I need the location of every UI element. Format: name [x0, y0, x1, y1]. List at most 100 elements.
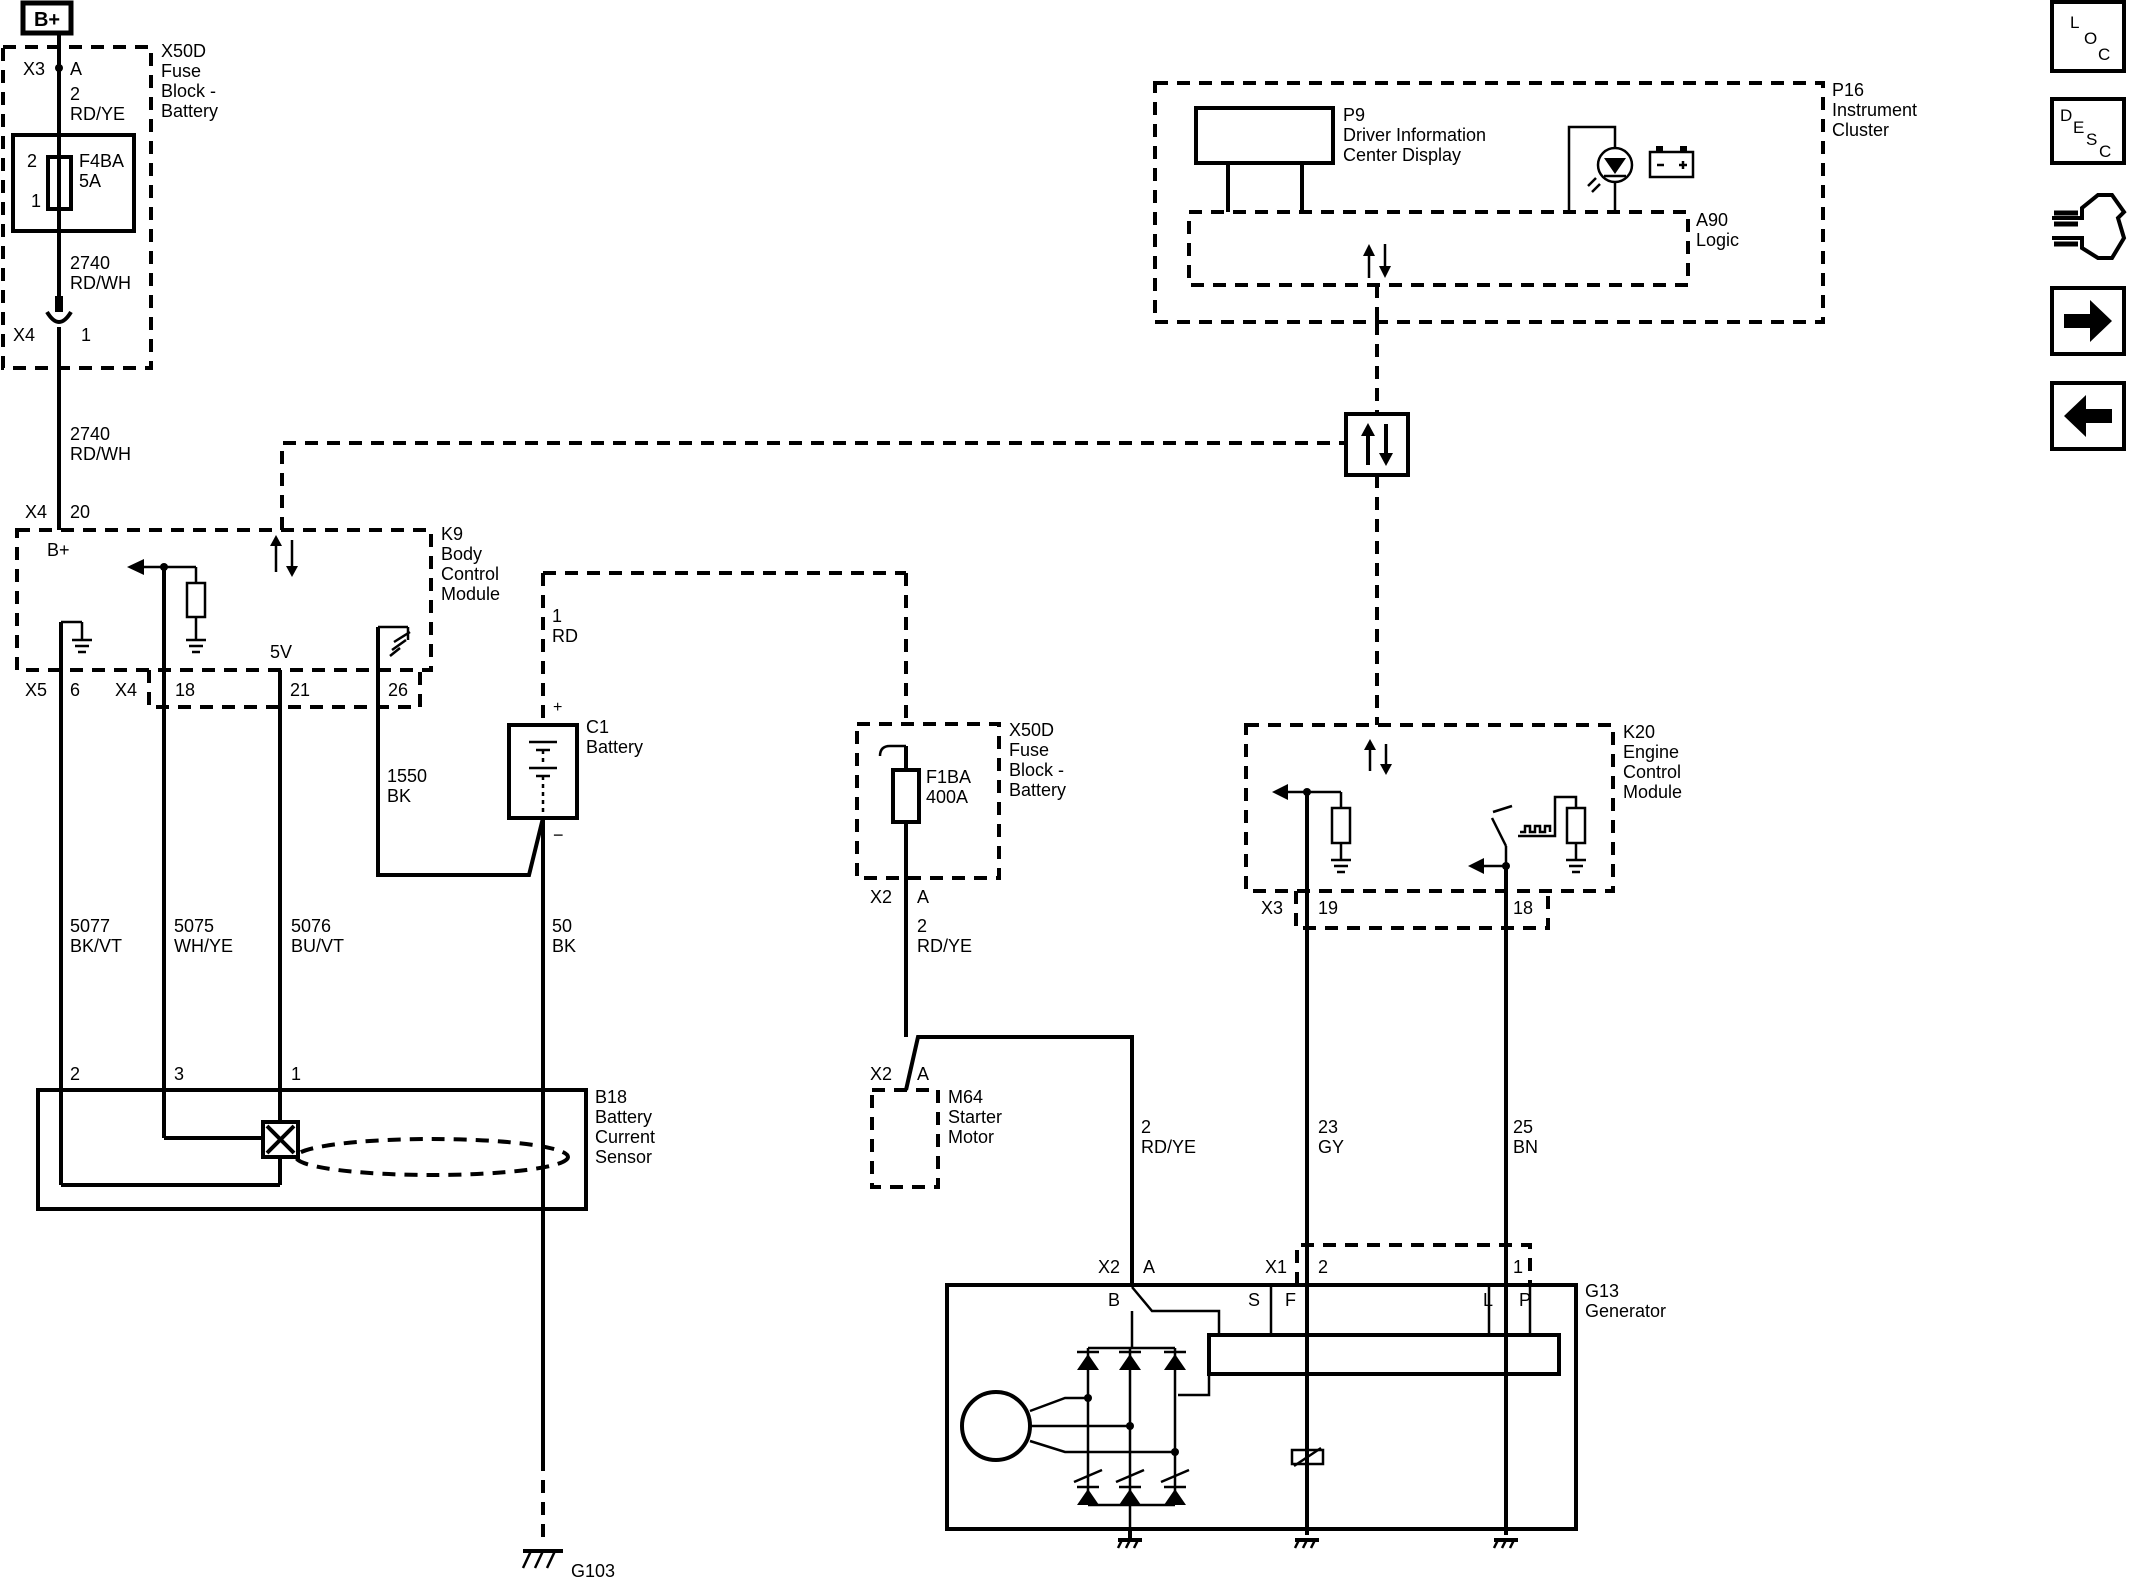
- svg-text:Motor: Motor: [948, 1127, 994, 1147]
- svg-text:50: 50: [552, 916, 572, 936]
- output-arrow-icon: [1468, 858, 1484, 874]
- svg-text:X2: X2: [1098, 1257, 1120, 1277]
- svg-text:P16: P16: [1832, 80, 1864, 100]
- svg-text:P: P: [1519, 1290, 1531, 1310]
- frame-ground-icon: [1116, 1529, 1142, 1549]
- svg-text:19: 19: [1318, 898, 1338, 918]
- svg-text:G103: G103: [571, 1561, 615, 1577]
- svg-text:M64: M64: [948, 1087, 983, 1107]
- serial-data-bus: [280, 322, 1410, 725]
- ground-g103: G103: [521, 1549, 615, 1581]
- svg-text:2: 2: [27, 151, 37, 171]
- sensor-wires: 5077 BK/VT 5075 WH/YE 5076 BU/VT: [59, 567, 344, 1185]
- svg-text:Generator: Generator: [1585, 1301, 1666, 1321]
- svg-text:X4: X4: [13, 325, 35, 345]
- svg-text:D: D: [2060, 106, 2072, 125]
- previous-arrow-icon[interactable]: [2050, 381, 2126, 451]
- location-button[interactable]: L O C: [2050, 0, 2126, 73]
- svg-text:X5: X5: [25, 680, 47, 700]
- instrument-cluster: P16 Instrument Cluster P9 Driver Informa…: [1153, 80, 1917, 324]
- svg-text:25: 25: [1513, 1117, 1533, 1137]
- fuse-block-battery-top: X3 A 2 RD/YE 2 1 F4BA 5A 2740 RD/WH X4 1…: [1, 33, 218, 370]
- power-label: B+: [34, 9, 60, 31]
- svg-text:1: 1: [552, 606, 562, 626]
- connector-icon[interactable]: [2052, 193, 2127, 260]
- serial-data-arrows-icon: [1363, 244, 1391, 278]
- svg-text:G13: G13: [1585, 1281, 1619, 1301]
- svg-text:Cluster: Cluster: [1832, 120, 1889, 140]
- svg-text:RD/YE: RD/YE: [1141, 1137, 1196, 1157]
- svg-text:2: 2: [70, 84, 80, 104]
- power-source: B+: [20, 0, 74, 36]
- svg-text:F4BA: F4BA: [79, 151, 124, 171]
- svg-text:18: 18: [175, 680, 195, 700]
- svg-text:BK/VT: BK/VT: [70, 936, 122, 956]
- input-arrow-icon: [1272, 784, 1288, 800]
- svg-text:Block -: Block -: [1009, 760, 1064, 780]
- svg-text:X1: X1: [1265, 1257, 1287, 1277]
- svg-text:Body: Body: [441, 544, 482, 564]
- svg-text:BK: BK: [387, 786, 411, 806]
- battery-c1: 1 RD + − C1 Battery 1550 BK 50 BK: [376, 571, 906, 1545]
- svg-text:RD/WH: RD/WH: [70, 273, 131, 293]
- svg-text:+: +: [553, 699, 562, 716]
- a90-logic: [1187, 210, 1690, 287]
- svg-text:A: A: [917, 1064, 929, 1084]
- svg-text:BU/VT: BU/VT: [291, 936, 344, 956]
- svg-text:−: −: [553, 825, 564, 845]
- rectifier-bridge: [1073, 1311, 1190, 1529]
- svg-text:21: 21: [290, 680, 310, 700]
- svg-text:RD/WH: RD/WH: [70, 444, 131, 464]
- svg-text:2740: 2740: [70, 253, 110, 273]
- frame-ground-icon: [1293, 1538, 1319, 1549]
- svg-text:L: L: [1483, 1290, 1493, 1310]
- svg-text:Logic: Logic: [1696, 230, 1739, 250]
- svg-text:Center Display: Center Display: [1343, 145, 1461, 165]
- svg-text:C1: C1: [586, 717, 609, 737]
- next-arrow-icon[interactable]: [2050, 286, 2126, 356]
- charge-indicator-led-icon: [1567, 125, 1634, 212]
- body-control-module: X4 20 B+ 5V K9 Body Control Module X5 6 …: [15, 502, 500, 709]
- svg-text:BK: BK: [552, 936, 576, 956]
- svg-text:Fuse: Fuse: [1009, 740, 1049, 760]
- svg-text:O: O: [2084, 29, 2097, 48]
- data-link-splice-icon: [1344, 412, 1410, 477]
- svg-text:RD/YE: RD/YE: [70, 104, 125, 124]
- svg-text:Module: Module: [1623, 782, 1682, 802]
- svg-text:18: 18: [1513, 898, 1533, 918]
- svg-text:5077: 5077: [70, 916, 110, 936]
- svg-text:5076: 5076: [291, 916, 331, 936]
- wire-2740: 2740 RD/WH: [57, 327, 131, 530]
- svg-text:E: E: [2073, 118, 2084, 137]
- fuse-f4ba-housing: [11, 133, 136, 233]
- description-button[interactable]: D E S C: [2050, 97, 2126, 165]
- svg-text:BN: BN: [1513, 1137, 1538, 1157]
- connector-x4-socket: [45, 310, 73, 324]
- svg-text:A: A: [70, 59, 82, 79]
- stator-winding: [960, 1390, 1032, 1462]
- svg-text:B18: B18: [595, 1087, 627, 1107]
- svg-text:26: 26: [388, 680, 408, 700]
- svg-text:B+: B+: [47, 540, 70, 560]
- serial-data-arrows-icon: [270, 535, 298, 577]
- svg-text:Battery: Battery: [1009, 780, 1066, 800]
- svg-text:RD: RD: [552, 626, 578, 646]
- svg-text:K9: K9: [441, 524, 463, 544]
- svg-text:Current: Current: [595, 1127, 655, 1147]
- svg-text:A: A: [1143, 1257, 1155, 1277]
- svg-text:S: S: [2086, 130, 2097, 149]
- svg-text:X4: X4: [25, 502, 47, 522]
- svg-text:A: A: [917, 887, 929, 907]
- svg-text:Battery: Battery: [161, 101, 218, 121]
- svg-text:X2: X2: [870, 887, 892, 907]
- svg-text:2740: 2740: [70, 424, 110, 444]
- svg-text:S: S: [1248, 1290, 1260, 1310]
- svg-text:5A: 5A: [79, 171, 101, 191]
- svg-text:L: L: [2070, 13, 2079, 32]
- svg-text:1550: 1550: [387, 766, 427, 786]
- svg-text:3: 3: [174, 1064, 184, 1084]
- svg-text:B: B: [1108, 1290, 1120, 1310]
- svg-text:2: 2: [70, 1064, 80, 1084]
- svg-text:GY: GY: [1318, 1137, 1344, 1157]
